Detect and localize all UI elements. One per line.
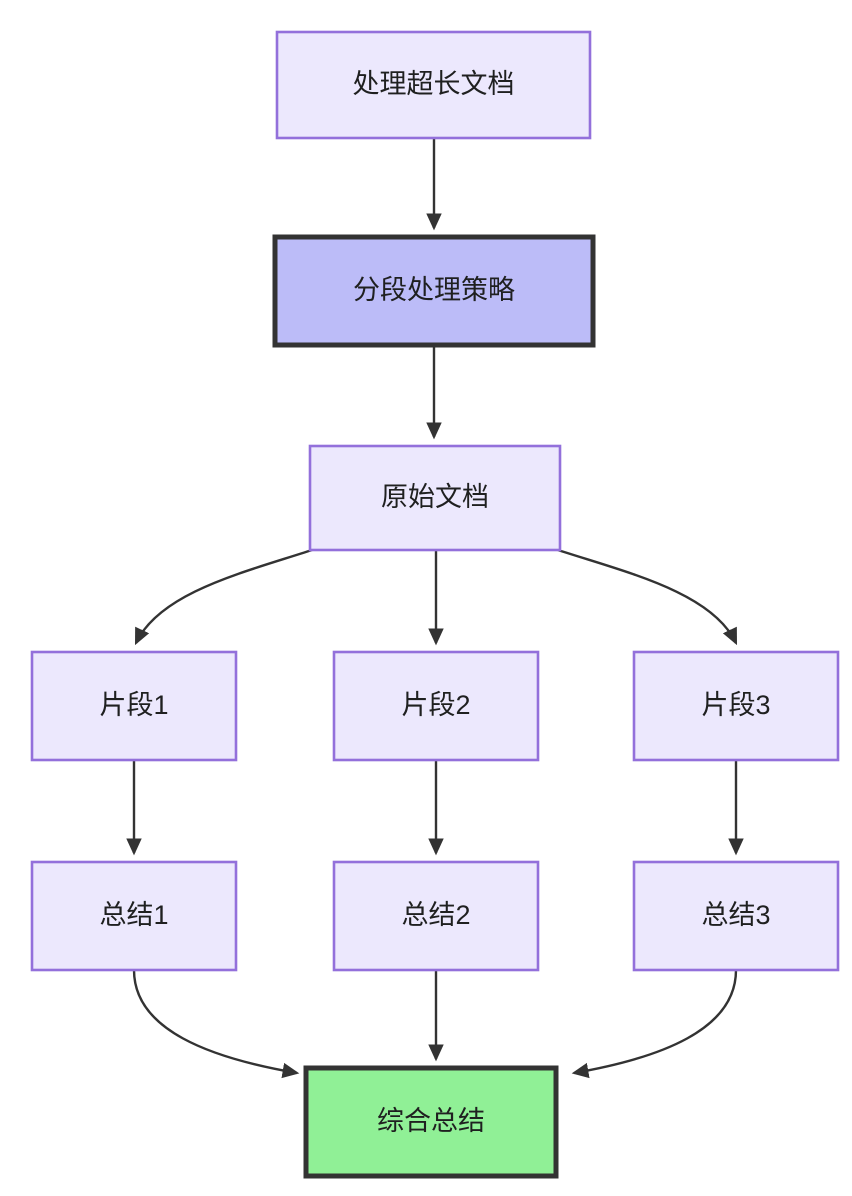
node-box-n5[interactable]	[332, 650, 540, 762]
node-label-n1: 处理超长文档	[353, 69, 515, 99]
edge-n7-to-n10	[132, 969, 300, 1079]
node-n3[interactable]: 原始文档	[308, 444, 562, 552]
node-n6[interactable]: 片段3	[632, 650, 840, 762]
edge-n9-to-n10	[571, 969, 738, 1079]
node-n8[interactable]: 总结2	[332, 860, 540, 972]
edges-layer	[126, 138, 744, 1079]
node-label-n3: 原始文档	[381, 482, 489, 512]
node-label-n2: 分段处理策略	[353, 275, 515, 305]
node-box-n2[interactable]	[272, 234, 596, 348]
node-n7[interactable]: 总结1	[30, 860, 238, 972]
node-n9[interactable]: 总结3	[632, 860, 840, 972]
node-box-n3[interactable]	[308, 444, 562, 552]
node-n1[interactable]: 处理超长文档	[275, 30, 592, 140]
node-box-n8[interactable]	[332, 860, 540, 972]
node-label-n9: 总结3	[701, 900, 770, 930]
edge-n3-to-n4	[134, 548, 313, 646]
node-box-n1[interactable]	[275, 30, 592, 140]
node-box-n7[interactable]	[30, 860, 238, 972]
node-n4[interactable]: 片段1	[30, 650, 238, 762]
node-n5[interactable]: 片段2	[332, 650, 540, 762]
node-label-n7: 总结1	[99, 900, 168, 930]
node-box-n10[interactable]	[303, 1065, 559, 1179]
node-label-n4: 片段1	[99, 690, 168, 720]
node-box-n6[interactable]	[632, 650, 840, 762]
node-label-n6: 片段3	[701, 690, 770, 720]
node-label-n5: 片段2	[401, 690, 470, 720]
edge-n3-to-n6	[557, 548, 738, 646]
node-box-n9[interactable]	[632, 860, 840, 972]
node-label-n10: 综合总结	[377, 1106, 485, 1136]
node-box-n4[interactable]	[30, 650, 238, 762]
node-label-n8: 总结2	[401, 900, 470, 930]
node-n10[interactable]: 综合总结	[303, 1065, 559, 1179]
node-n2[interactable]: 分段处理策略	[272, 234, 596, 348]
